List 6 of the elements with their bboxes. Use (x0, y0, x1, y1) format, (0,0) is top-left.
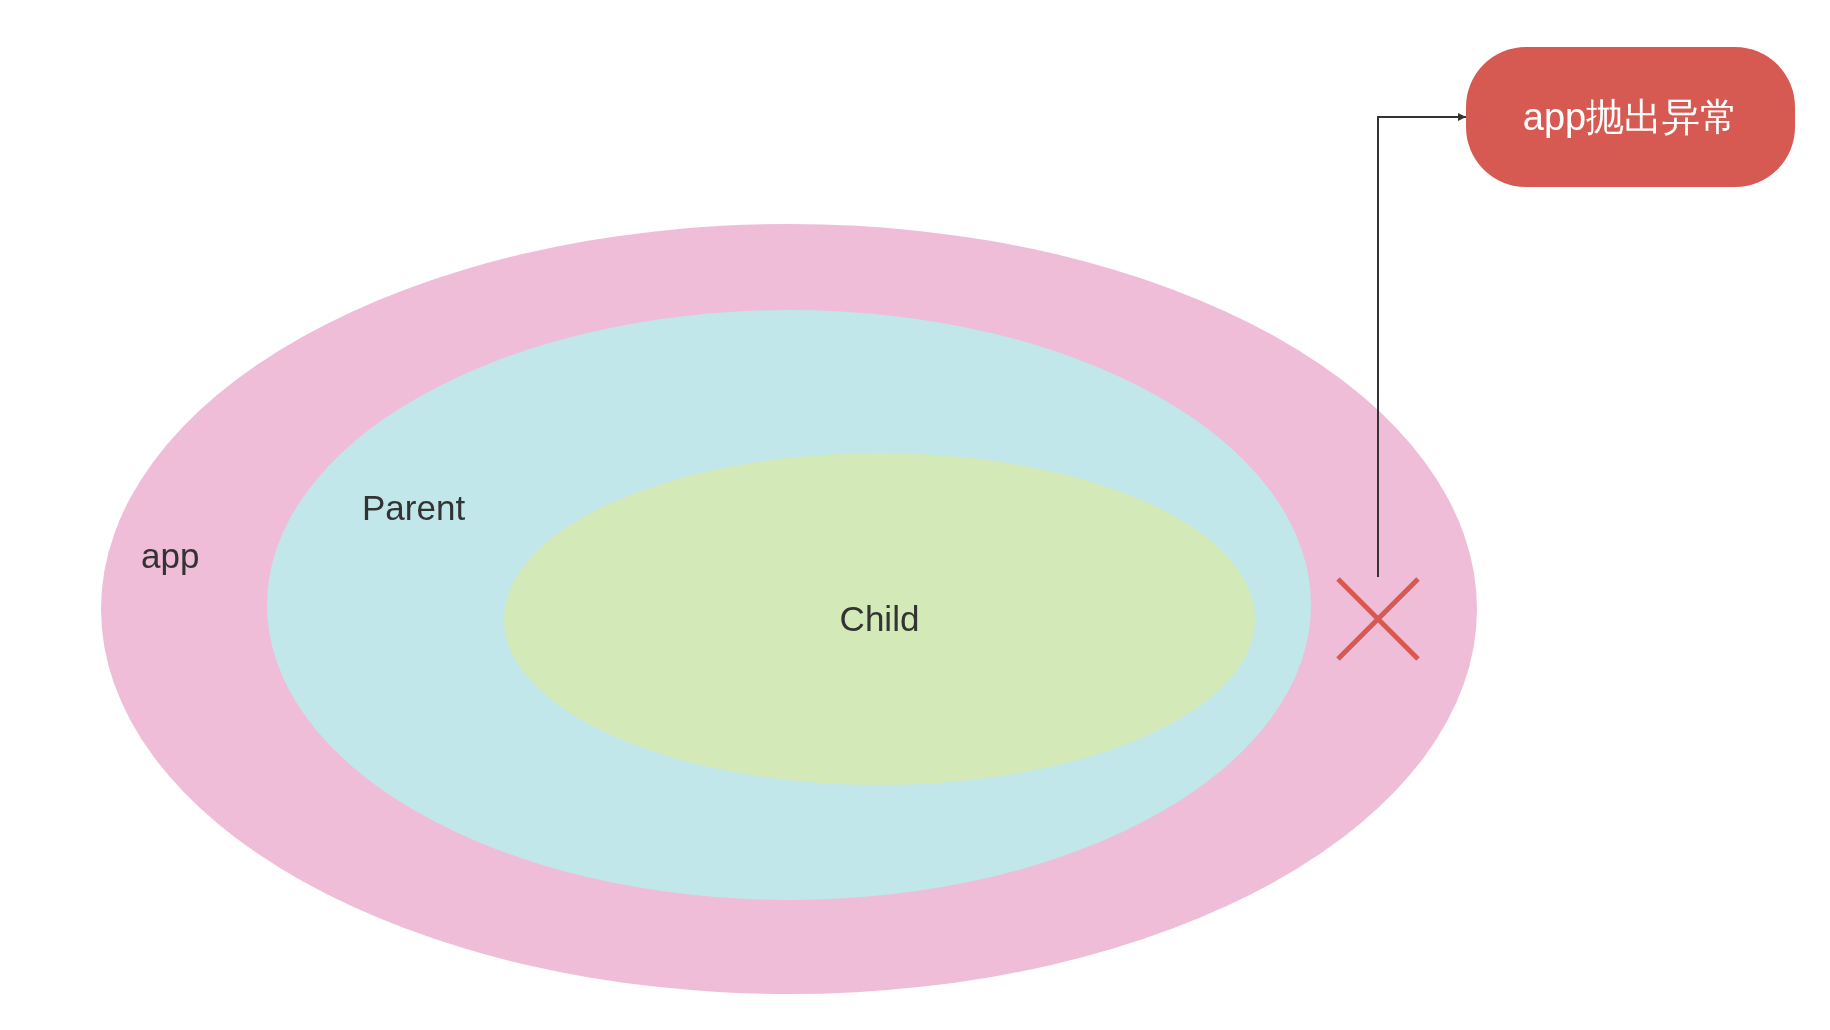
arrow (1377, 113, 1467, 578)
node-label: app (141, 535, 200, 577)
node-label: Child (839, 597, 920, 640)
node-label: Parent (362, 487, 466, 529)
cross-mark (1336, 577, 1420, 661)
node-label: app抛出异常 (1522, 94, 1739, 140)
